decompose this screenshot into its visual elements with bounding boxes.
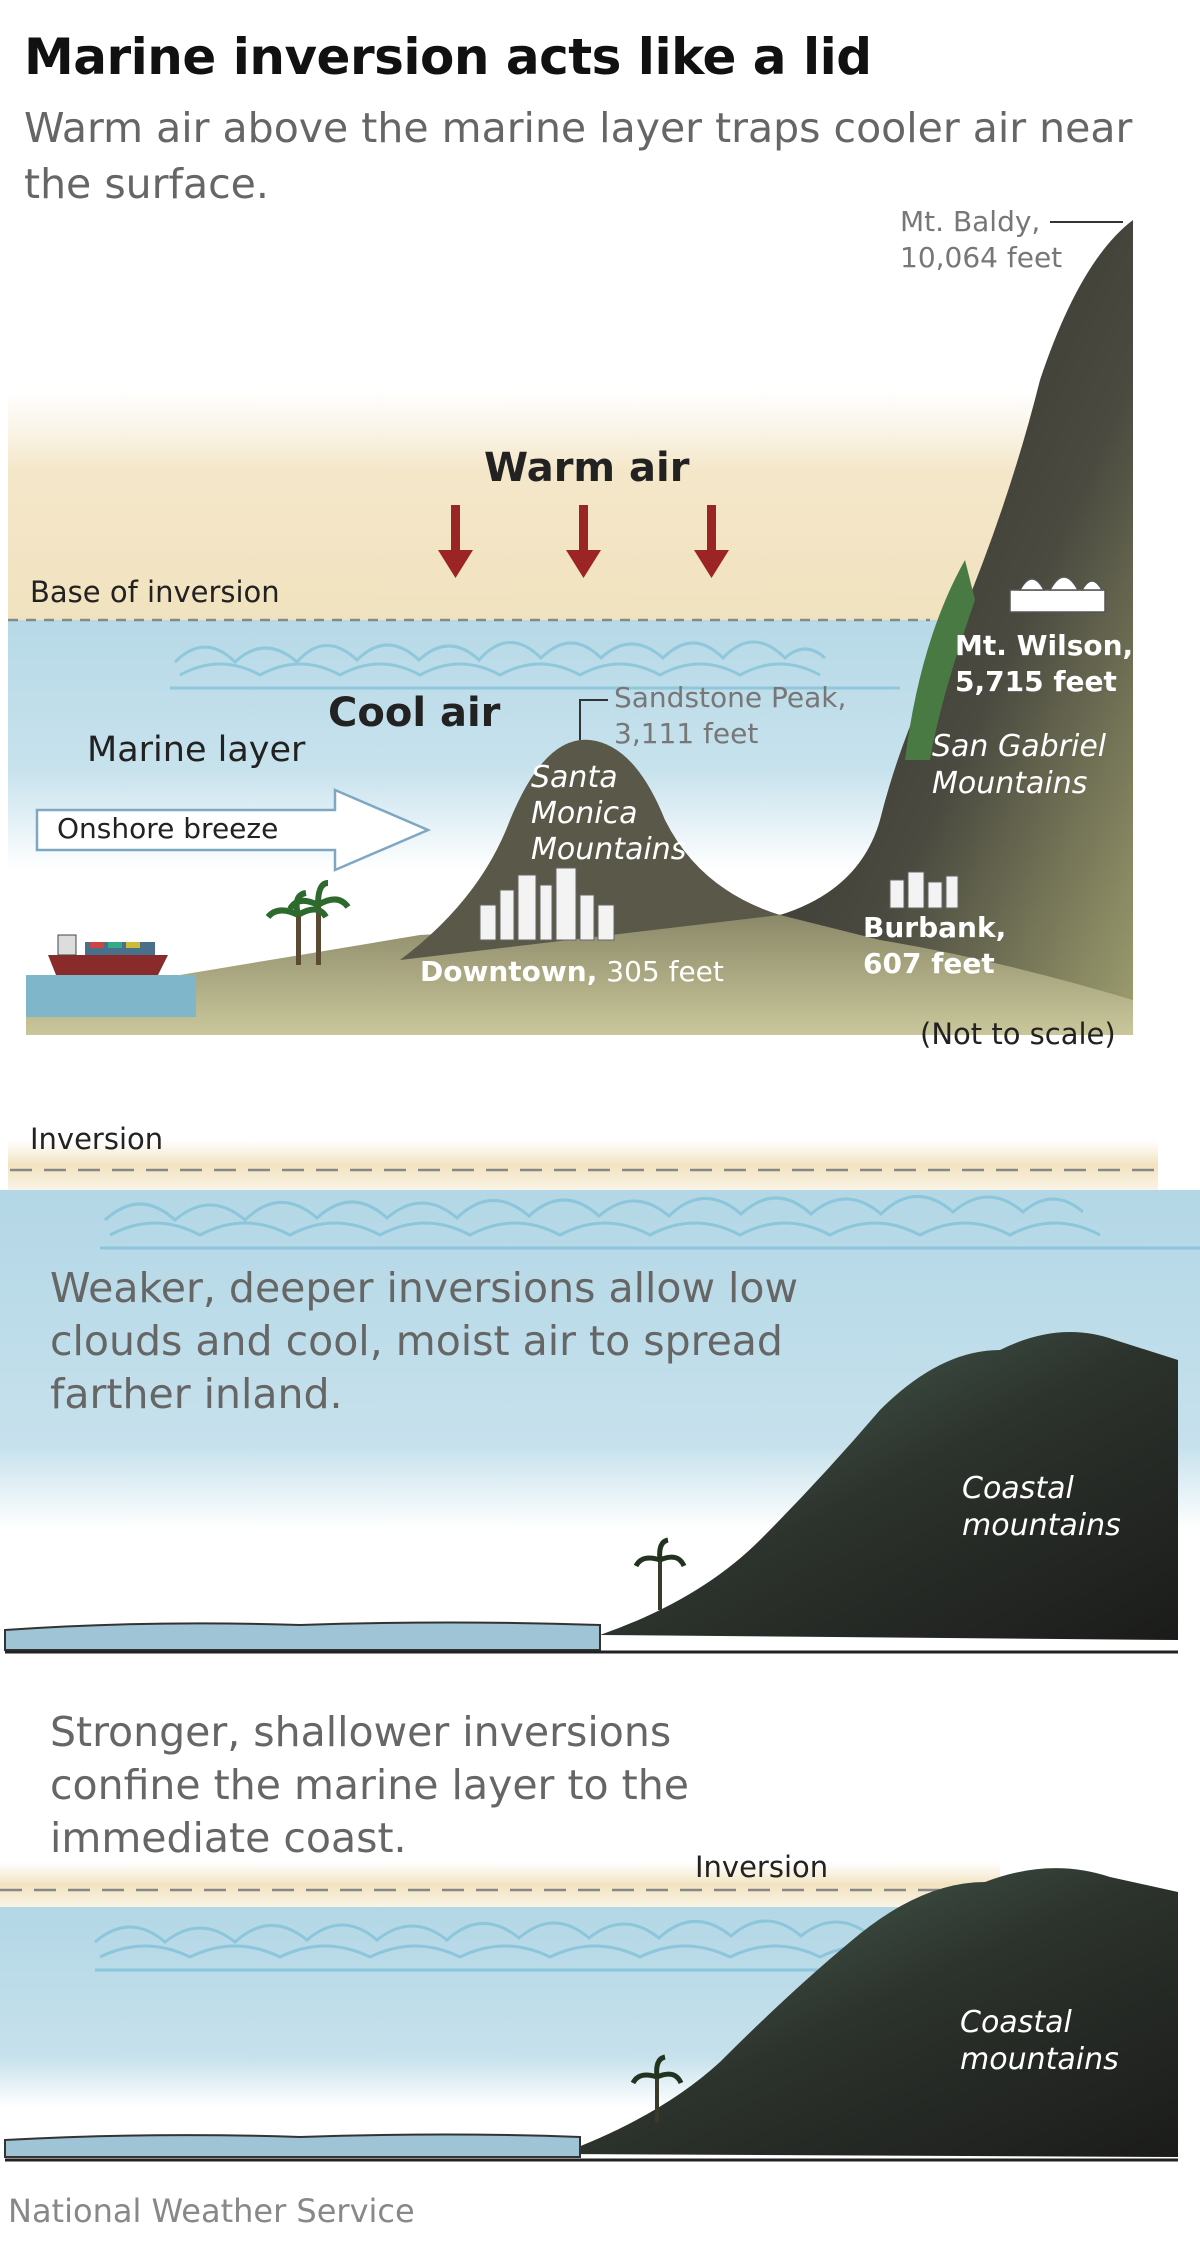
sandstone-peak-name: Sandstone Peak, bbox=[614, 681, 847, 714]
santa-monica-label: Santa Monica Mountains bbox=[531, 760, 686, 868]
warm-air-arrows bbox=[438, 505, 729, 578]
coastal-mountains-3-line-1: Coastal bbox=[960, 2005, 1072, 2040]
burbank-elevation: 607 feet bbox=[863, 947, 995, 980]
inversion-label-2: Inversion bbox=[30, 1122, 164, 1156]
cloud-layer bbox=[170, 640, 900, 690]
panel-2-caption-line-3: farther inland. bbox=[50, 1370, 343, 1418]
burbank-name: Burbank, bbox=[863, 911, 1007, 944]
panel-2-caption-line-1: Weaker, deeper inversions allow low bbox=[50, 1264, 799, 1312]
panel-3-caption: Stronger, shallower inversions confine t… bbox=[50, 1706, 689, 1865]
burbank-label: Burbank, 607 feet bbox=[863, 910, 1006, 982]
mt-wilson-elevation: 5,715 feet bbox=[955, 665, 1117, 698]
not-to-scale-note: (Not to scale) bbox=[920, 1017, 1116, 1051]
santa-monica-line-1: Santa bbox=[531, 760, 618, 795]
santa-monica-line-3: Mountains bbox=[531, 832, 687, 867]
mt-baldy-label: Mt. Baldy, 10,064 feet bbox=[900, 204, 1062, 276]
downtown-label: Downtown, 305 feet bbox=[420, 955, 724, 988]
mt-wilson-name: Mt. Wilson, bbox=[955, 629, 1134, 662]
warm-air-band bbox=[8, 390, 1133, 620]
page-subtitle: Warm air above the marine layer traps co… bbox=[24, 104, 1133, 208]
inversion-label-3: Inversion bbox=[695, 1850, 829, 1884]
base-of-inversion-label: Base of inversion bbox=[30, 575, 280, 609]
downtown-elevation: 305 feet bbox=[606, 955, 724, 988]
forest bbox=[905, 560, 975, 760]
mt-baldy-elevation: 10,064 feet bbox=[900, 241, 1063, 274]
burbank-buildings bbox=[889, 871, 959, 909]
cool-air-label: Cool air bbox=[328, 690, 501, 736]
coastal-mountains-label-2: Coastal mountains bbox=[962, 1470, 1121, 1544]
coastal-mountains-label-3: Coastal mountains bbox=[960, 2004, 1119, 2078]
panel-3-illustration bbox=[0, 1862, 1178, 2162]
palm-tree-3 bbox=[630, 2054, 684, 2122]
warm-air-band-3 bbox=[0, 1862, 1000, 1907]
panel-2-caption-line-2: clouds and cool, moist air to spread bbox=[50, 1317, 783, 1365]
panel-3-caption-line-2: confine the marine layer to the bbox=[50, 1761, 689, 1809]
downtown-name: Downtown, bbox=[420, 955, 598, 988]
cargo-ship bbox=[48, 934, 168, 975]
palm-trees bbox=[265, 880, 351, 965]
coastal-mountains-shape-2 bbox=[600, 1332, 1178, 1640]
san-gabriel-line-1: San Gabriel bbox=[932, 729, 1107, 764]
sandstone-peak-label: Sandstone Peak, 3,111 feet bbox=[614, 680, 846, 752]
mt-baldy-name: Mt. Baldy, bbox=[900, 205, 1041, 238]
coastal-mountains-3-line-2: mountains bbox=[960, 2042, 1119, 2077]
marine-layer-label: Marine layer bbox=[87, 730, 306, 770]
panel-1-illustration bbox=[8, 220, 1133, 1035]
sandstone-peak-elevation: 3,111 feet bbox=[614, 717, 759, 750]
source-credit: National Weather Service bbox=[8, 2192, 415, 2230]
palm-tree-2 bbox=[633, 1537, 687, 1610]
sandstone-leader bbox=[579, 699, 608, 740]
cloud-layer-2 bbox=[100, 1195, 1200, 1250]
ocean-water-2 bbox=[4, 1621, 601, 1651]
san-gabriel-line-2: Mountains bbox=[932, 766, 1088, 801]
ground bbox=[26, 860, 1133, 1035]
mt-wilson-observatory bbox=[1009, 576, 1106, 613]
mt-wilson-label: Mt. Wilson, 5,715 feet bbox=[955, 628, 1133, 700]
warm-air-band-2 bbox=[8, 1140, 1158, 1190]
panel-3-caption-line-1: Stronger, shallower inversions bbox=[50, 1708, 672, 1756]
ocean-water bbox=[26, 975, 196, 1017]
warm-air-label: Warm air bbox=[484, 445, 690, 491]
onshore-breeze-arrow bbox=[35, 788, 432, 872]
onshore-breeze-label: Onshore breeze bbox=[57, 812, 279, 845]
san-gabriel-label: San Gabriel Mountains bbox=[932, 728, 1106, 802]
coastal-mountains-2-line-1: Coastal bbox=[962, 1471, 1074, 1506]
downtown-buildings bbox=[479, 867, 615, 941]
san-gabriel-mountains-shape bbox=[780, 220, 1133, 1000]
coastal-mountains-shape-3 bbox=[560, 1868, 1178, 2157]
panel-3-caption-line-3: immediate coast. bbox=[50, 1814, 407, 1862]
ocean-water-3 bbox=[4, 2133, 581, 2158]
page-title: Marine inversion acts like a lid bbox=[24, 28, 872, 86]
panel-2-illustration bbox=[0, 1140, 1200, 1654]
coastal-mountains-2-line-2: mountains bbox=[962, 1508, 1121, 1543]
cloud-layer-3 bbox=[94, 1919, 911, 1972]
santa-monica-line-2: Monica bbox=[531, 796, 638, 831]
panel-2-caption: Weaker, deeper inversions allow low clou… bbox=[50, 1262, 798, 1421]
